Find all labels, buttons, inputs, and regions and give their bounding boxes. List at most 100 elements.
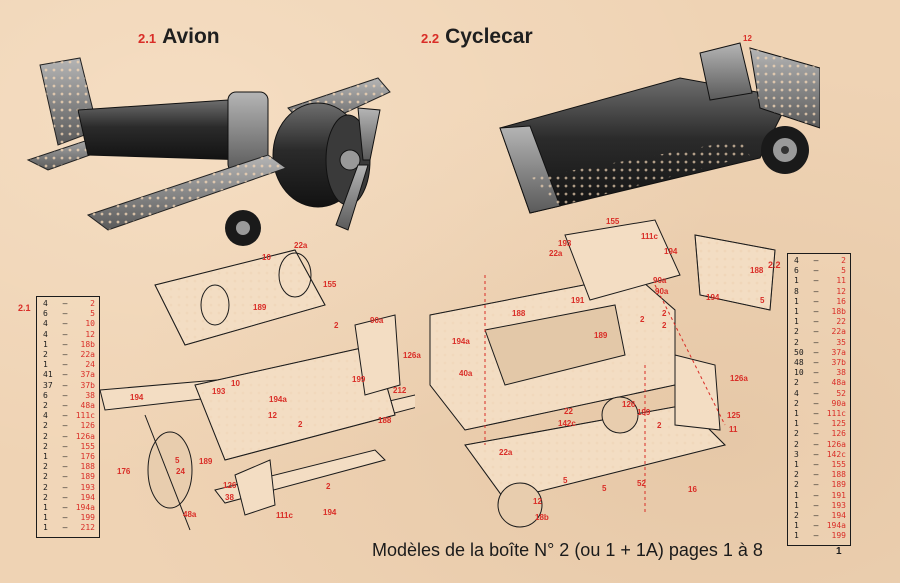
part-number: 18b [831, 307, 846, 317]
part-dash: – [62, 472, 68, 482]
part-dash: – [62, 452, 68, 462]
part-dash: – [62, 411, 68, 421]
part-number: 199 [80, 513, 95, 523]
part-quantity: 4 [43, 411, 48, 421]
part-quantity: 1 [794, 317, 799, 327]
parts-row: 1–191 [794, 491, 846, 501]
part-dash: – [62, 319, 68, 329]
parts-row: 4–52 [794, 389, 846, 399]
callout-cyclecar-top-1: 12 [743, 34, 752, 43]
part-number: 111c [75, 411, 95, 421]
parts-row: 2–194 [43, 493, 95, 503]
part-number: 126a [826, 439, 846, 449]
part-number: 212 [80, 523, 95, 533]
part-number: 10 [85, 319, 95, 329]
part-dash: – [813, 480, 819, 490]
parts-row: 2–188 [794, 470, 846, 480]
part-dash: – [813, 490, 819, 500]
parts-cyclecar-tag: 2.2 [768, 260, 781, 270]
part-number: 188 [80, 462, 95, 472]
part-quantity: 41 [43, 370, 53, 380]
part-dash: – [813, 460, 819, 470]
part-number: 37b [831, 358, 846, 368]
part-number: 193 [80, 482, 95, 492]
part-dash: – [62, 360, 68, 370]
part-quantity: 2 [43, 441, 48, 451]
part-quantity: 48 [794, 358, 804, 368]
parts-row: 1–194a [794, 521, 846, 531]
part-quantity: 2 [794, 511, 799, 521]
part-quantity: 1 [794, 521, 799, 531]
part-number: 194 [831, 511, 846, 521]
part-dash: – [62, 482, 68, 492]
callout-cyclecar-11: 2 [640, 315, 645, 324]
part-quantity: 2 [794, 398, 799, 408]
part-dash: – [62, 380, 68, 390]
parts-row: 2–126 [794, 429, 846, 439]
avion-diagram [99, 249, 415, 531]
part-number: 126a [75, 431, 95, 441]
parts-row: 3–142c [794, 450, 846, 460]
part-number: 142c [826, 449, 846, 459]
part-dash: – [62, 309, 68, 319]
part-number: 2 [841, 256, 846, 265]
part-number: 16 [836, 296, 846, 306]
parts-row: 2–126a [794, 440, 846, 450]
part-number: 188 [831, 470, 846, 480]
parts-row: 1–194a [43, 503, 95, 513]
parts-row: 2–126a [43, 432, 95, 442]
parts-row: 6–5 [794, 266, 846, 276]
part-dash: – [813, 368, 819, 378]
callout-cyclecar-22: 125 [727, 411, 741, 420]
part-quantity: 4 [794, 256, 799, 265]
part-quantity: 1 [794, 409, 799, 419]
parts-row: 48–37b [794, 358, 846, 368]
parts-avion-tag: 2.1 [18, 303, 31, 313]
parts-row: 4 – 10 [43, 319, 95, 329]
part-quantity: 2 [43, 492, 48, 502]
part-quantity: 37 [43, 380, 53, 390]
parts-row: 4–2 [43, 299, 95, 309]
part-quantity: 4 [794, 388, 799, 398]
part-dash: – [813, 307, 819, 317]
part-quantity: 4 [43, 319, 48, 329]
part-quantity: 2 [794, 480, 799, 490]
part-quantity: 2 [43, 472, 48, 482]
parts-row: 1–125 [794, 419, 846, 429]
callout-cyclecar-4: 22a [549, 249, 563, 258]
parts-row: 6–38 [43, 391, 95, 401]
part-number: 189 [80, 472, 95, 482]
callout-cyclecar-7: 5 [760, 296, 765, 305]
part-quantity: 8 [794, 286, 799, 296]
parts-row: 1–18b [43, 340, 95, 350]
part-number: 22a [80, 350, 95, 360]
parts-row: 1–176 [43, 452, 95, 462]
callout-cyclecar-16: 90a [655, 287, 669, 296]
part-dash: – [813, 337, 819, 347]
part-dash: – [62, 492, 68, 502]
part-number: 48a [80, 401, 95, 411]
callout-cyclecar-15: 194 [706, 293, 720, 302]
callout-cyclecar-30: 5 [563, 476, 568, 485]
part-dash: – [813, 439, 819, 449]
part-dash: – [62, 401, 68, 411]
part-number: 18b [80, 339, 95, 349]
part-quantity: 4 [43, 329, 48, 339]
part-quantity: 1 [43, 523, 48, 533]
part-dash: – [62, 503, 68, 513]
parts-row: 4 –111c [43, 411, 95, 421]
callout-cyclecar-29: 18b [535, 513, 549, 522]
part-quantity: 2 [43, 421, 48, 431]
part-quantity: 2 [794, 337, 799, 347]
parts-row: 1–16 [794, 297, 846, 307]
part-quantity: 1 [43, 503, 48, 513]
callout-cyclecar-33: 2 [657, 421, 662, 430]
part-quantity: 6 [794, 266, 799, 276]
callout-cyclecar-28: 12 [533, 497, 542, 506]
part-quantity: 6 [43, 309, 48, 319]
